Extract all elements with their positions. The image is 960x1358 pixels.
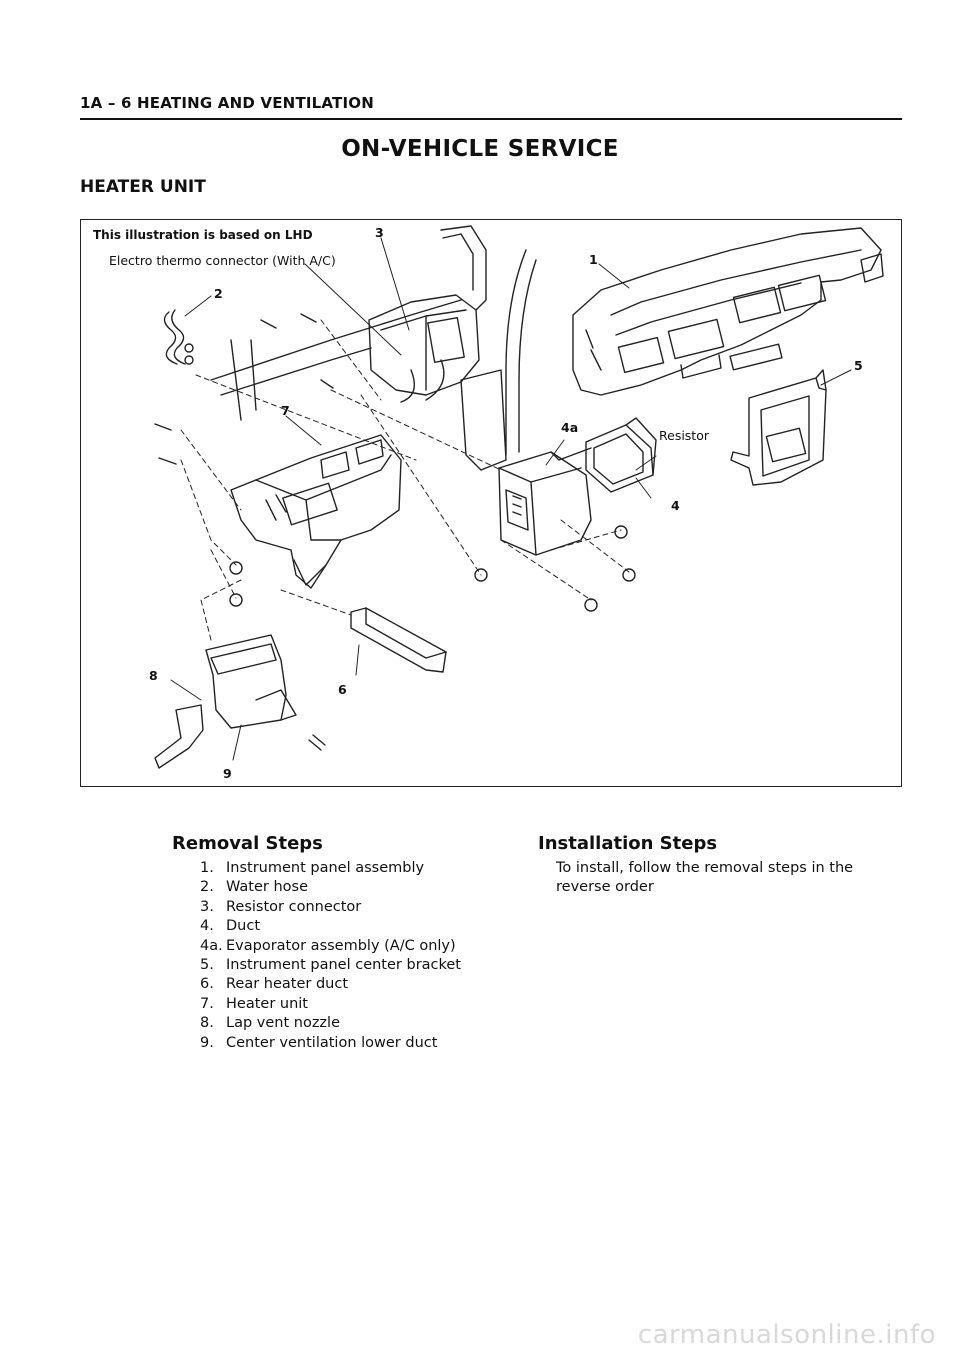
callout-8: 8 [149, 668, 158, 683]
list-item: 6. Rear heater duct [200, 975, 461, 994]
step-number: 3. [200, 898, 214, 915]
page-header: 1A – 6 HEATING AND VENTILATION [80, 92, 902, 120]
step-number: 8. [200, 1015, 214, 1032]
step-number: 7. [200, 995, 214, 1012]
installation-heading: Installation Steps [538, 833, 718, 854]
page-title: ON-VEHICLE SERVICE [341, 136, 619, 162]
step-text: Instrument panel center bracket [226, 957, 461, 974]
center-bracket [730, 369, 827, 486]
list-item: 8. Lap vent nozzle [200, 1014, 461, 1033]
step-text: Duct [226, 918, 261, 935]
figure-note: This illustration is based on LHD [93, 228, 313, 242]
leaders [170, 237, 852, 761]
step-number: 5. [200, 957, 214, 974]
list-item: 5. Instrument panel center bracket [200, 956, 461, 975]
list-item: 7. Heater unit [200, 995, 461, 1014]
step-text: Instrument panel assembly [226, 860, 425, 876]
step-text: Heater unit [226, 995, 308, 1012]
removal-list: 1. Instrument panel assembly 2. Water hose… [200, 859, 461, 1053]
step-number: 4a. [200, 937, 223, 954]
callout-4a: 4a [561, 420, 579, 435]
label-electro-thermo: Electro thermo connector (With A/C) [109, 253, 336, 268]
list-item: 9. Center ventilation lower duct [200, 1034, 461, 1053]
step-number: 2. [200, 879, 214, 896]
step-text: Lap vent nozzle [226, 1015, 340, 1032]
step-text: Water hose [226, 879, 309, 896]
watermark: carmanualsonline.info [637, 1320, 936, 1350]
removal-steps: Removal Steps 1. Instrument panel assembl… [172, 833, 461, 1053]
callout-9: 9 [223, 766, 232, 781]
callout-3: 3 [375, 225, 384, 240]
step-text: Rear heater duct [226, 976, 349, 993]
callout-2: 2 [214, 286, 223, 301]
list-item: 2. Water hose [200, 878, 461, 897]
exploded-diagram: This illustration is based on LHD Electr… [80, 219, 902, 787]
cross-member [210, 249, 537, 471]
list-item: 4. Duct [200, 917, 461, 936]
blower-assembly [368, 225, 487, 403]
callout-6: 6 [338, 682, 347, 697]
rear-heater-duct [350, 607, 447, 673]
step-number: 1. [200, 860, 214, 876]
label-resistor: Resistor [659, 428, 709, 443]
instrument-panel [572, 227, 884, 396]
step-text: Evaporator assembly (A/C only) [226, 937, 456, 954]
step-text: Center ventilation lower duct [226, 1034, 438, 1051]
section-title: HEATER UNIT [80, 177, 206, 197]
callout-7: 7 [281, 403, 290, 418]
diagram-drawing [154, 225, 884, 769]
evaporator [498, 447, 592, 556]
duct [585, 417, 657, 493]
lower-duct [154, 634, 297, 769]
callout-5: 5 [854, 358, 863, 373]
removal-heading: Removal Steps [172, 833, 323, 854]
step-text: Resistor connector [226, 898, 362, 915]
guide-lines [180, 319, 630, 641]
step-number: 6. [200, 976, 214, 993]
list-item: 4a.Evaporator assembly (A/C only) [200, 937, 461, 956]
heater-unit [230, 434, 402, 589]
list-item: 3. Resistor connector [200, 898, 461, 917]
step-number: 9. [200, 1034, 214, 1051]
installation-steps: Installation Steps To install, follow th… [538, 833, 886, 898]
callout-1: 1 [589, 252, 598, 267]
list-item: 1. Instrument panel assembly [200, 859, 461, 878]
installation-text: To install, follow the removal steps in … [556, 860, 854, 896]
header-text: 1A – 6 HEATING AND VENTILATION [80, 94, 374, 112]
step-number: 4. [200, 918, 214, 935]
fasteners [154, 313, 636, 751]
water-hose [163, 309, 194, 365]
callout-4: 4 [671, 498, 680, 513]
